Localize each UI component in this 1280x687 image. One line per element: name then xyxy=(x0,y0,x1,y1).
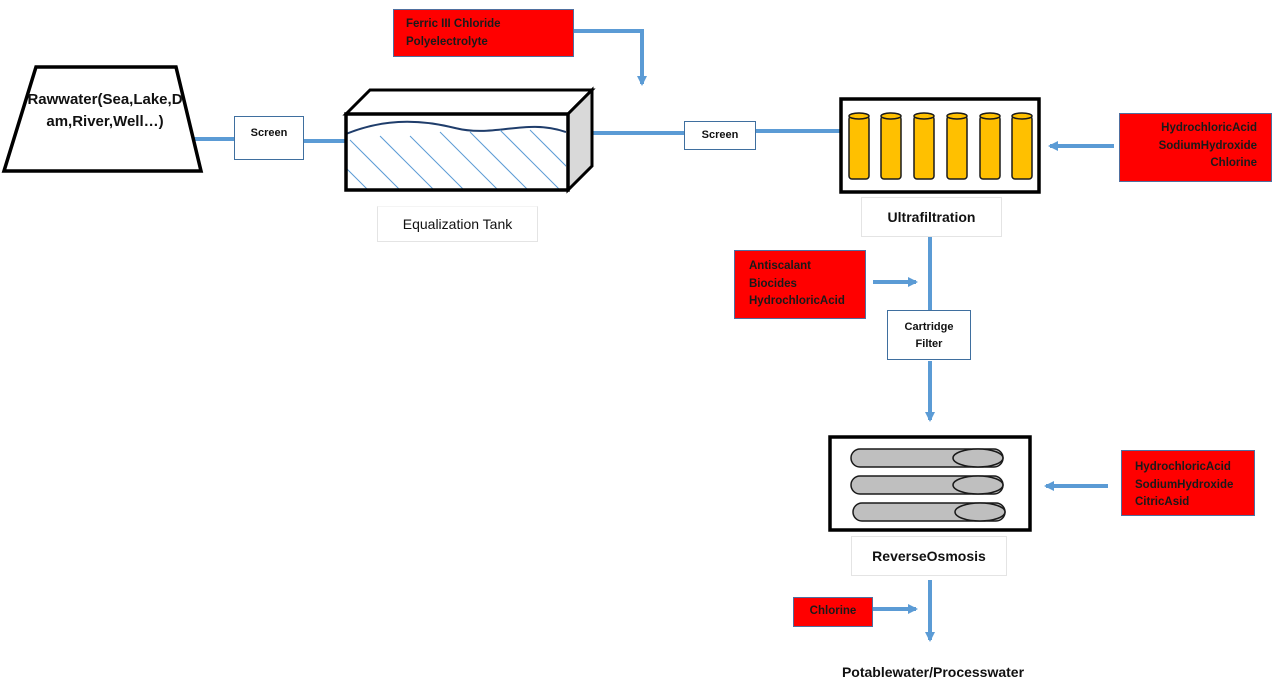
product-water-label: Potablewater/Processwater xyxy=(841,664,1025,680)
screen-box-2: Screen xyxy=(684,121,756,150)
uf-cleaning-chemicals-box: HydrochloricAcid SodiumHydroxide Chlorin… xyxy=(1119,113,1272,182)
cartridge-filter-box: Cartridge Filter xyxy=(887,310,971,360)
screen-box-1: Screen xyxy=(234,116,304,160)
post-dosing-chlorine-box: Chlorine xyxy=(793,597,873,627)
tank-top-face xyxy=(342,88,596,116)
pipe-coagulant-dosing xyxy=(573,29,647,86)
pipes xyxy=(193,29,1114,642)
ultrafiltration-unit-shape xyxy=(839,97,1041,194)
tank-water xyxy=(346,120,566,189)
screen-1-label: Screen xyxy=(250,127,288,139)
ro-pretreatment-chemicals-box: Antiscalant Biocides HydrochloricAcid xyxy=(734,250,866,319)
coagulant-dosing-box: Ferric III Chloride Polyelectrolyte xyxy=(393,9,574,57)
reverse-osmosis-caption: ReverseOsmosis xyxy=(851,536,1007,576)
equalization-tank-shape xyxy=(342,86,596,194)
ultrafiltration-caption: Ultrafiltration xyxy=(861,197,1002,237)
ro-cleaning-chemicals-box: HydrochloricAcid SodiumHydroxide CitricA… xyxy=(1121,450,1255,516)
uf-cartridges xyxy=(848,112,1033,180)
raw-water-source-shape xyxy=(1,65,204,173)
equalization-tank-caption: Equalization Tank xyxy=(377,206,538,242)
screen-2-label: Screen xyxy=(701,129,739,141)
raw-water-source-label: Rawwater(Sea,Lake,D am,River,Well…) xyxy=(27,91,183,130)
reverse-osmosis-unit-shape xyxy=(828,435,1032,532)
ro-membranes xyxy=(850,448,1006,522)
tank-front-face xyxy=(344,112,570,192)
